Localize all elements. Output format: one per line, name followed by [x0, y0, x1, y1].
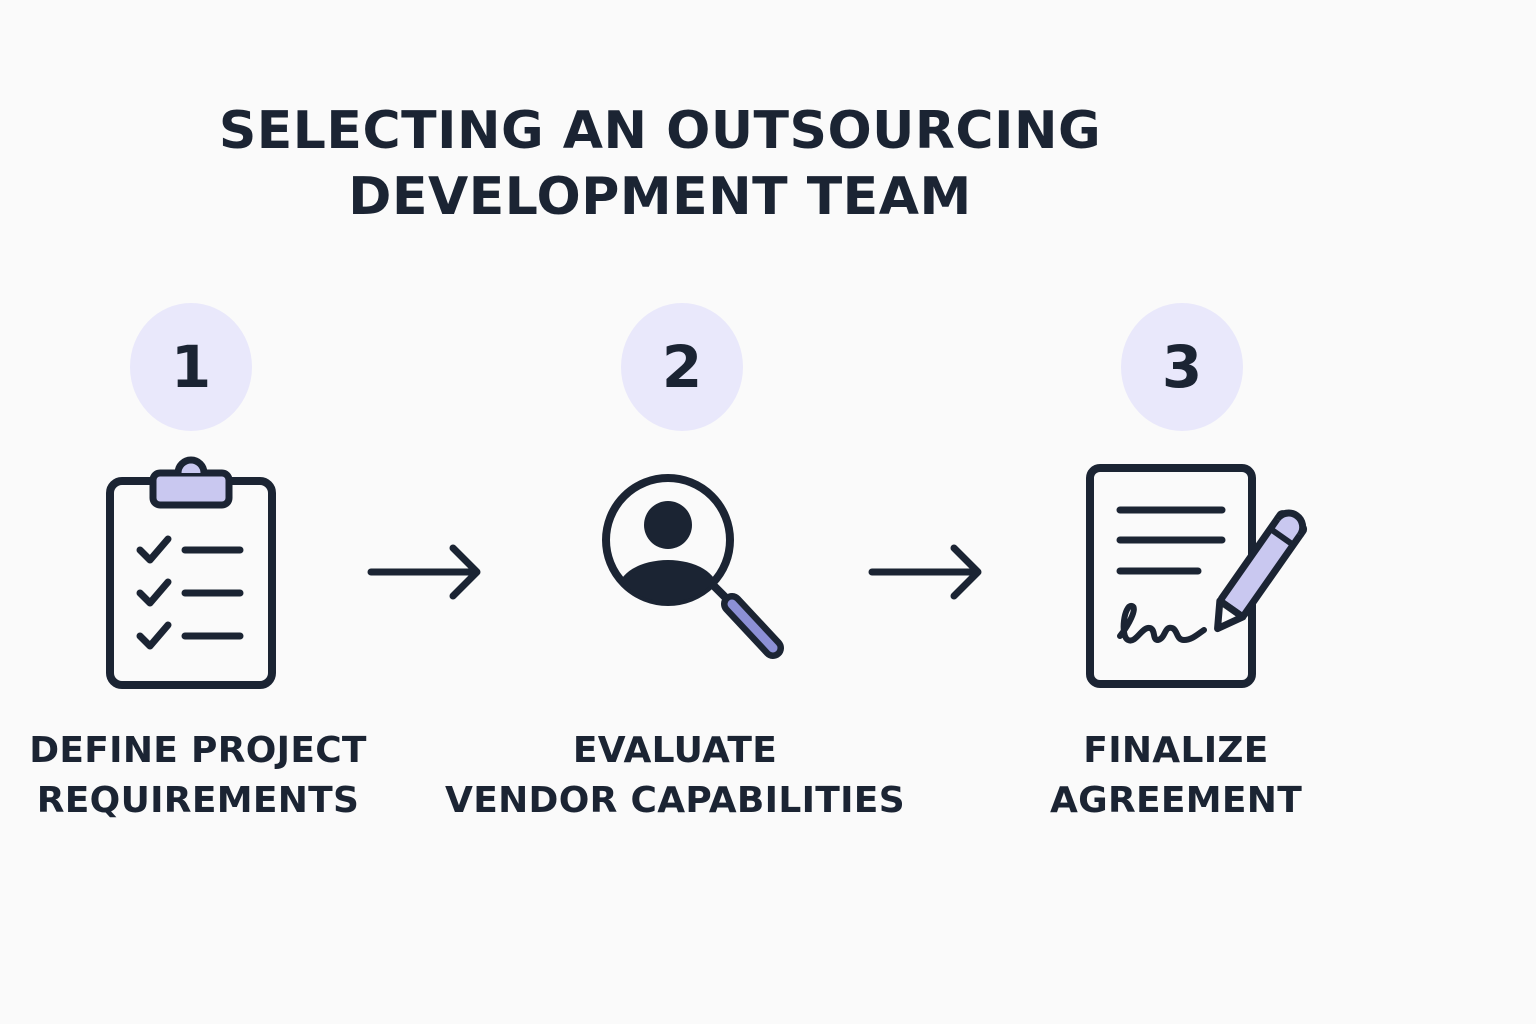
step-2-number-badge: 2 — [621, 303, 743, 431]
step-2-label: EVALUATE VENDOR CAPABILITIES — [445, 726, 905, 826]
step-2-label-line-1: EVALUATE — [572, 730, 778, 771]
step-3-label: FINALIZE AGREEMENT — [1006, 726, 1346, 826]
step-3-label-line-2: AGREEMENT — [1049, 780, 1303, 821]
clipboard-checklist-icon — [106, 456, 276, 689]
arrow-right-icon — [868, 544, 982, 600]
step-3-number-badge: 3 — [1121, 303, 1243, 431]
arrow-right-icon — [367, 544, 481, 600]
step-1-label-line-2: REQUIREMENTS — [36, 780, 360, 821]
step-1-label-line-1: DEFINE PROJECT — [29, 730, 367, 771]
step-2-label-line-2: VENDOR CAPABILITIES — [445, 780, 905, 821]
diagram-title-line-2: DEVELOPMENT TEAM — [348, 167, 972, 227]
signed-document-icon — [1086, 464, 1308, 688]
diagram-title-line-1: SELECTING AN OUTSOURCING — [218, 101, 1102, 161]
step-1-number-badge: 1 — [130, 303, 252, 431]
step-1-label: DEFINE PROJECT REQUIREMENTS — [18, 726, 378, 826]
step-3-label-line-1: FINALIZE — [1083, 730, 1269, 771]
person-magnifier-icon — [602, 474, 784, 659]
